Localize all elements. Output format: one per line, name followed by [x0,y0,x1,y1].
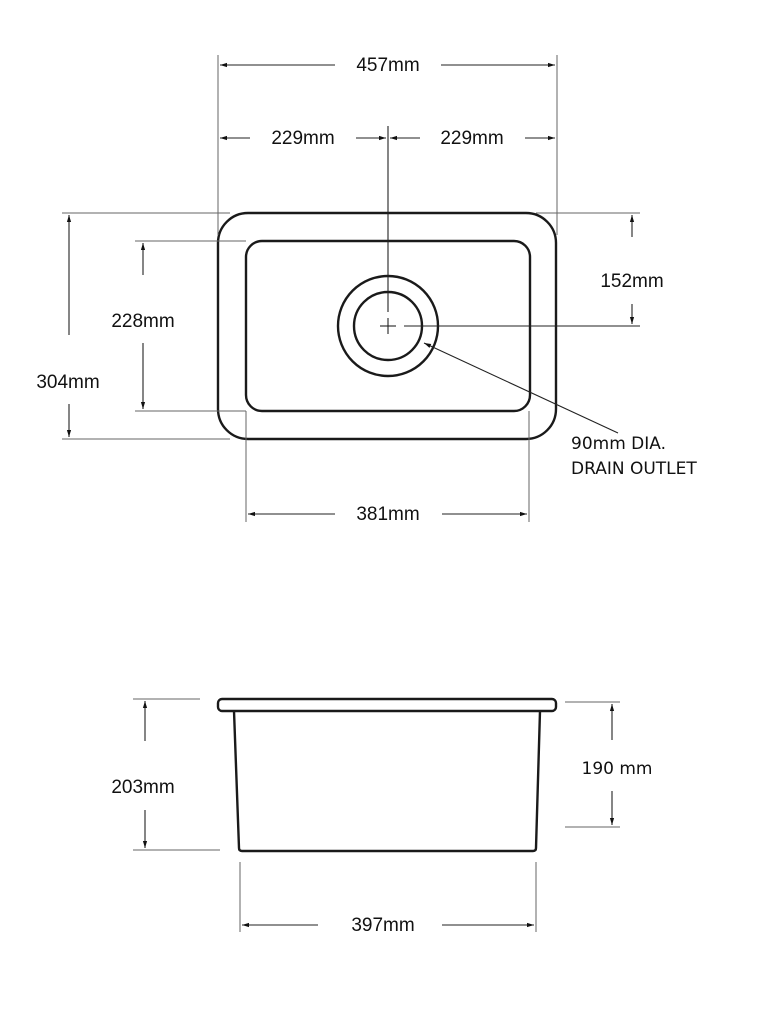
overall-depth-label: 304mm [36,372,99,393]
dim-half-widths: 229mm 229mm [220,128,555,149]
sink-rim [216,697,558,713]
dim-overall-depth: 304mm [36,212,230,440]
drain-note-line1: 90mm DIA. [571,434,666,454]
bowl-height-label: 190 mm [582,759,653,779]
drain-offset-label: 152mm [600,271,663,292]
side-view: 203mm 190 mm 397mm [111,697,653,936]
plan-view: 457mm 229mm 229mm 304mm 228mm [36,55,697,525]
half-width-left-label: 229mm [271,128,334,149]
dim-overall-height: 203mm [111,698,220,851]
drain-note-line2: DRAIN OUTLET [571,459,697,479]
dim-drain-offset: 152mm [536,212,664,324]
dim-bowl-width: 381mm [245,411,530,525]
overall-height-label: 203mm [111,777,174,798]
drain-leader: 90mm DIA. DRAIN OUTLET [423,342,697,479]
dim-bowl-height: 190 mm [565,701,653,828]
dim-base-width: 397mm [239,862,537,936]
dim-overall-width: 457mm [220,55,555,76]
sink-body [232,710,542,853]
overall-width-label: 457mm [356,55,419,76]
bowl-depth-label: 228mm [111,311,174,332]
dim-bowl-depth: 228mm [111,240,246,412]
base-width-label: 397mm [351,915,414,936]
bowl-width-label: 381mm [356,504,419,525]
half-width-right-label: 229mm [440,128,503,149]
